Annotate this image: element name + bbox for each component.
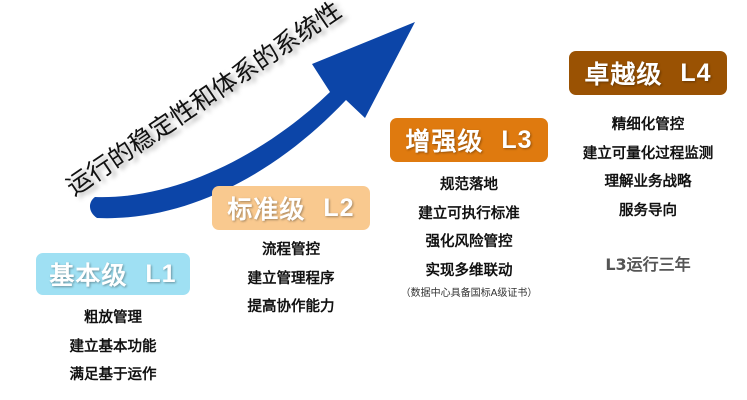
list-item: 建立管理程序	[247, 270, 335, 287]
level-l1-header: 基本级 L1	[36, 253, 190, 295]
level-code: L4	[680, 58, 712, 87]
list-item: 实现多维联动	[425, 262, 513, 279]
l4-requirement: L3运行三年	[605, 255, 691, 274]
level-code: L3	[501, 125, 533, 154]
level-name: 增强级	[405, 127, 484, 156]
level-l1-items: 粗放管理 建立基本功能 满足基于运作	[30, 304, 196, 390]
list-item: 服务导向	[619, 202, 677, 219]
level-name: 卓越级	[584, 60, 663, 89]
level-l3-items: 规范落地 建立可执行标准 强化风险管控 实现多维联动 （数据中心具备国标A级证书…	[380, 171, 558, 303]
level-l4-items: 精细化管控 建立可量化过程监测 理解业务战略 服务导向	[558, 111, 738, 225]
list-item: 粗放管理	[84, 310, 142, 326]
list-item: 提高协作能力	[247, 299, 335, 315]
level-l2-header: 标准级 L2	[212, 186, 370, 230]
certificate-note: （数据中心具备国标A级证书）	[400, 288, 538, 299]
level-code: L2	[323, 193, 355, 222]
level-code: L1	[145, 259, 177, 288]
list-item: 流程管控	[262, 242, 320, 258]
level-name: 标准级	[227, 195, 306, 224]
level-l4-header: 卓越级 L4	[569, 51, 727, 95]
list-item: 建立基本功能	[69, 338, 157, 355]
list-item: 规范落地	[440, 177, 498, 193]
list-item: 建立可量化过程监测	[582, 145, 714, 162]
level-name: 基本级	[49, 261, 128, 290]
level-l2-items: 流程管控 建立管理程序 提高协作能力	[212, 236, 370, 322]
list-item: 精细化管控	[611, 117, 685, 133]
level-l3-header: 增强级 L3	[390, 118, 548, 162]
list-item: 建立可执行标准	[418, 205, 520, 222]
list-item: 理解业务战略	[604, 174, 692, 190]
list-item: 满足基于运作	[69, 367, 157, 383]
list-item: 强化风险管控	[425, 234, 513, 250]
